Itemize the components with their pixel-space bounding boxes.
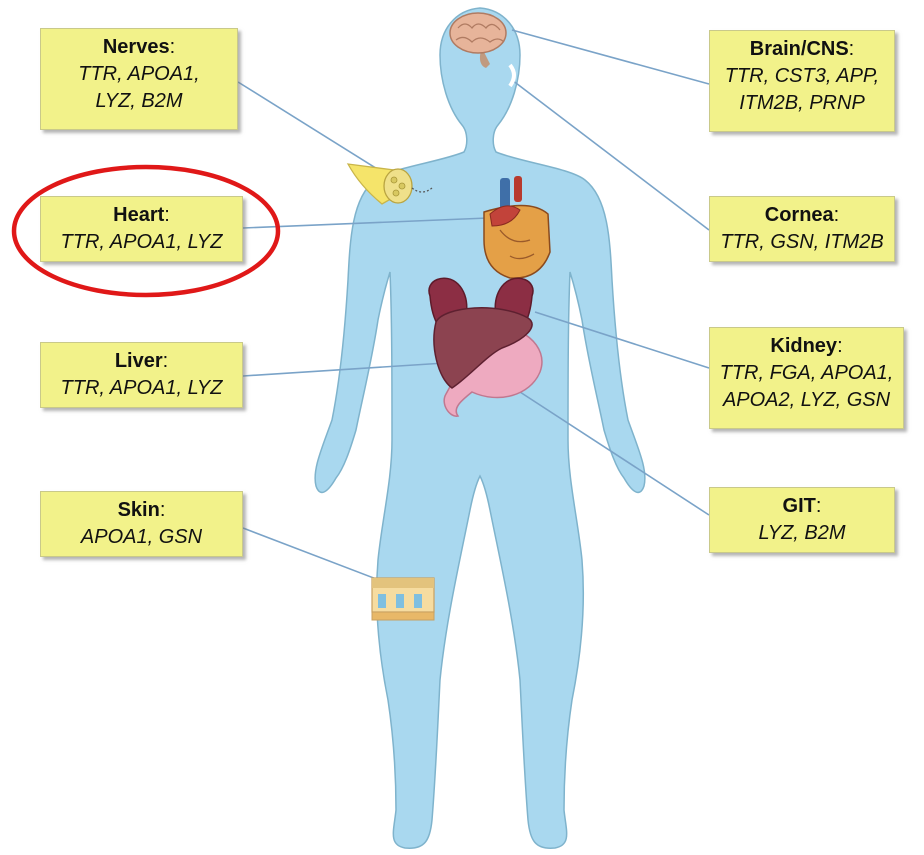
label-kidney-genes-line1: TTR, FGA, APOA1,	[710, 360, 903, 387]
label-kidney: Kidney: TTR, FGA, APOA1, APOA2, LYZ, GSN	[709, 327, 904, 429]
label-kidney-title: Kidney:	[710, 333, 903, 360]
label-nerves-title: Nerves:	[41, 34, 237, 61]
label-liver-title: Liver:	[41, 348, 242, 375]
label-nerves-genes-line1: TTR, APOA1,	[41, 61, 237, 88]
label-liver-genes-line1: TTR, APOA1, LYZ	[41, 375, 242, 402]
label-skin-title: Skin:	[41, 497, 242, 524]
label-heart-title: Heart:	[41, 202, 242, 229]
label-brain-cns: Brain/CNS: TTR, CST3, APP, ITM2B, PRNP	[709, 30, 895, 132]
label-cornea: Cornea: TTR, GSN, ITM2B	[709, 196, 895, 262]
skin-icon	[372, 578, 434, 620]
label-cornea-genes-line1: TTR, GSN, ITM2B	[710, 229, 894, 256]
label-git: GIT: LYZ, B2M	[709, 487, 895, 553]
connector-nerves	[238, 82, 395, 180]
label-skin: Skin: APOA1, GSN	[40, 491, 243, 557]
label-git-genes-line1: LYZ, B2M	[710, 520, 894, 547]
body-silhouette	[315, 8, 645, 848]
label-cornea-title: Cornea:	[710, 202, 894, 229]
label-nerves-genes-line2: LYZ, B2M	[41, 88, 237, 115]
connector-brain	[512, 30, 709, 84]
label-heart: Heart: TTR, APOA1, LYZ	[40, 196, 243, 262]
label-kidney-genes-line2: APOA2, LYZ, GSN	[710, 387, 903, 414]
label-skin-genes-line1: APOA1, GSN	[41, 524, 242, 551]
label-brain-genes-line2: ITM2B, PRNP	[710, 90, 894, 117]
label-brain-genes-line1: TTR, CST3, APP,	[710, 63, 894, 90]
label-heart-genes-line1: TTR, APOA1, LYZ	[41, 229, 242, 256]
label-liver: Liver: TTR, APOA1, LYZ	[40, 342, 243, 408]
label-git-title: GIT:	[710, 493, 894, 520]
label-nerves: Nerves: TTR, APOA1, LYZ, B2M	[40, 28, 238, 130]
label-brain-title: Brain/CNS:	[710, 36, 894, 63]
